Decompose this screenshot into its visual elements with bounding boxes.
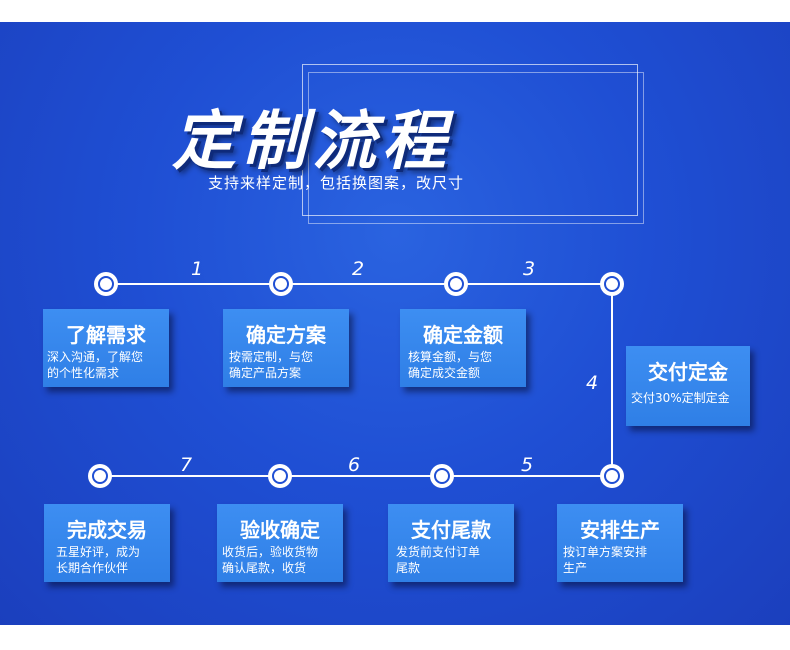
step-card-desc-line: 的个性化需求: [47, 366, 120, 380]
decorative-frame: [302, 64, 638, 216]
step-card-description: 深入沟通，了解您 的个性化需求: [47, 349, 166, 381]
step-card-arrange-production: 安排生产 按订单方案安排 生产: [557, 504, 683, 582]
step-card-pay-deposit: 交付定金 交付30%定制定金: [626, 346, 750, 426]
step-card-title: 交付定金: [648, 360, 728, 384]
step-card-title: 验收确定: [240, 518, 320, 542]
step-card-desc-line: 核算金额，与您: [408, 350, 493, 364]
step-card-desc-line: 深入沟通，了解您: [47, 350, 144, 364]
step-number-3: 3: [523, 258, 536, 280]
decorative-frame-offset: [308, 72, 644, 224]
step-card-title: 确定金额: [423, 323, 503, 347]
step-card-desc-line: 确定产品方案: [229, 366, 302, 380]
step-card-inspect-confirm: 验收确定 收货后，验收货物 确认尾款，收货: [217, 504, 343, 582]
step-card-title: 确定方案: [246, 323, 326, 347]
step-card-desc-line: 确认尾款，收货: [222, 561, 307, 575]
step-card-description: 收货后，验收货物 确认尾款，收货: [222, 544, 340, 576]
step-card-pay-balance: 支付尾款 发货前支付订单 尾款: [388, 504, 514, 582]
step-card-title: 完成交易: [67, 518, 147, 542]
step-card-description: 交付30%定制定金: [631, 390, 747, 406]
step-card-title: 支付尾款: [411, 518, 491, 542]
step-card-desc-line: 按需定制，与您: [229, 350, 314, 364]
step-card-confirm-amount: 确定金额 核算金额，与您 确定成交金额: [400, 309, 526, 387]
step-card-desc-line: 交付30%定制定金: [631, 391, 730, 405]
flow-connector: [100, 283, 613, 477]
step-card-description: 发货前支付订单 尾款: [396, 544, 511, 576]
step-card-desc-line: 五星好评，成为: [56, 545, 141, 559]
page-title: 定制流程: [172, 105, 452, 179]
step-card-description: 核算金额，与您 确定成交金额: [408, 349, 523, 381]
step-card-title: 了解需求: [66, 323, 146, 347]
step-card-description: 按需定制，与您 确定产品方案: [229, 349, 346, 381]
step-card-desc-line: 发货前支付订单: [396, 545, 481, 559]
step-card-title: 安排生产: [580, 518, 660, 542]
step-card-desc-line: 尾款: [396, 561, 421, 575]
step-card-description: 按订单方案安排 生产: [563, 544, 680, 576]
step-card-desc-line: 长期合作伙伴: [56, 561, 129, 575]
step-number-4: 4: [586, 372, 599, 394]
step-card-confirm-plan: 确定方案 按需定制，与您 确定产品方案: [223, 309, 349, 387]
step-card-desc-line: 收货后，验收货物: [222, 545, 319, 559]
step-card-description: 五星好评，成为 长期合作伙伴: [56, 544, 167, 576]
step-card-understand-needs: 了解需求 深入沟通，了解您 的个性化需求: [43, 309, 169, 387]
step-card-desc-line: 确定成交金额: [408, 366, 481, 380]
step-number-5: 5: [521, 454, 534, 476]
step-card-desc-line: 按订单方案安排: [563, 545, 648, 559]
step-number-1: 1: [191, 258, 204, 280]
step-number-2: 2: [352, 258, 365, 280]
page-subtitle: 支持来样定制，包括换图案，改尺寸: [208, 174, 465, 192]
step-number-7: 7: [180, 454, 193, 476]
step-card-complete-transaction: 完成交易 五星好评，成为 长期合作伙伴: [44, 504, 170, 582]
step-card-desc-line: 生产: [563, 561, 588, 575]
step-number-6: 6: [348, 454, 361, 476]
